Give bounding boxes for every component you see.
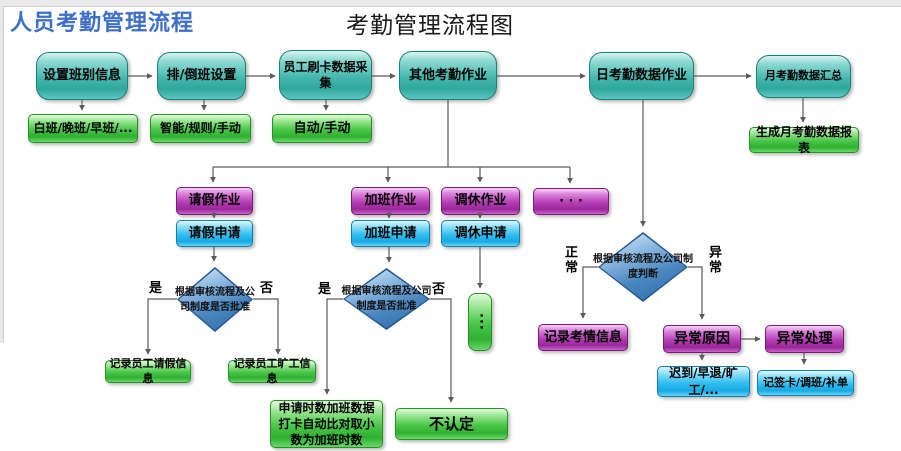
node-daily-data: 日考勤数据作业 [589, 52, 694, 100]
node-overtime-apply: 加班申请 [351, 220, 430, 247]
node-abnormal-cause: 异常原因 [663, 325, 741, 353]
node-handle-examples: 记签卡/调班/补单 [757, 370, 854, 396]
page-title: 考勤管理流程图 [346, 13, 514, 39]
node-record-attend: 记录考情信息 [538, 324, 628, 351]
node-card-collect: 员工刷卡数据采集 [279, 50, 372, 100]
decision-leave-approval-label: 根据审核流程及公司制度是否批准 [175, 286, 255, 313]
node-collect-modes: 自动/手动 [272, 114, 372, 143]
node-abnormal-examples: 迟到/早退/旷工/... [657, 366, 750, 397]
window-edge-top [0, 0, 901, 7]
label-leave-no: 否 [260, 281, 274, 296]
node-more-vertical: ··· [468, 293, 492, 351]
node-swap-op: 调休作业 [441, 187, 520, 215]
corner-title: 人员考勤管理流程 [10, 11, 195, 36]
label-normal: 正常 [562, 245, 577, 275]
node-shift-setting: 排/倒班设置 [157, 52, 246, 100]
decision-daily-judge-label: 根据审核流程及公司制度判断 [593, 254, 693, 280]
node-abnormal-handle: 异常处理 [765, 325, 844, 353]
node-leave-op: 请假作业 [176, 187, 253, 215]
node-overtime-op: 加班作业 [351, 187, 430, 215]
decision-overtime-approval: 根据审核流程及公司制度是否批准 [342, 268, 432, 330]
node-record-leave: 记录员工请假信息 [105, 357, 191, 385]
label-overtime-yes: 是 [318, 282, 332, 297]
label-leave-yes: 是 [149, 281, 163, 296]
node-not-approved: 不认定 [395, 408, 508, 440]
node-more-ops: · · · [533, 188, 609, 215]
node-overtime-rule: 申请时数加班数据打卡自动比对取小数为加班时数 [270, 400, 383, 448]
node-monthly-summary: 月考勤数据汇总 [756, 55, 851, 98]
label-abnormal: 异常 [706, 245, 721, 275]
decision-leave-approval: 根据审核流程及公司制度是否批准 [175, 267, 255, 332]
node-leave-apply: 请假申请 [176, 220, 253, 247]
node-swap-apply: 调休申请 [441, 220, 520, 247]
node-shift-types: 白班/晚班/早班/... [28, 114, 138, 143]
label-overtime-no: 否 [432, 282, 446, 297]
decision-daily-judge: 根据审核流程及公司制度判断 [593, 232, 693, 302]
node-monthly-report: 生成月考勤数据报表 [749, 125, 859, 155]
node-schedule-modes: 智能/规则/手动 [150, 114, 251, 143]
node-set-shift-info: 设置班别信息 [36, 52, 128, 100]
node-other-ops: 其他考勤作业 [399, 51, 497, 100]
node-record-absence: 记录员工旷工信息 [228, 357, 316, 385]
window-edge-left [0, 6, 4, 343]
node-more-vertical-label: ··· [472, 313, 488, 331]
decision-overtime-approval-label: 根据审核流程及公司制度是否批准 [341, 286, 432, 312]
